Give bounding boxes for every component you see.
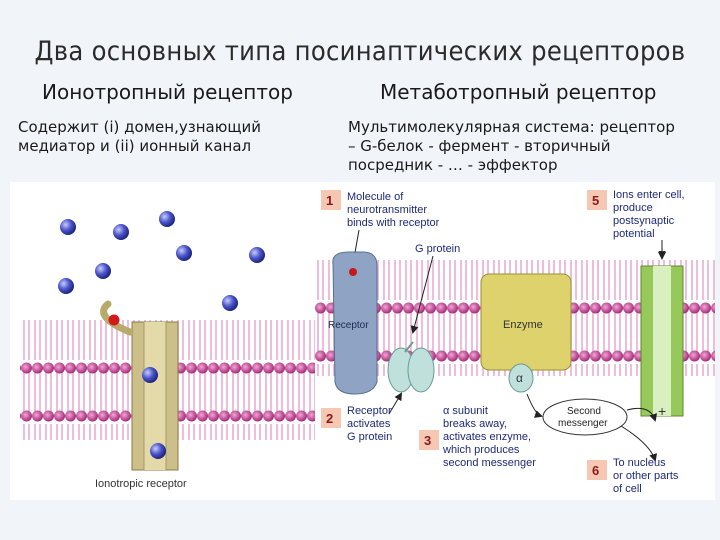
step-text: postsynaptic [613,215,675,227]
step-text: activates [347,418,391,430]
ionotropic-description-line: Содержит (i) домен,узнающий [18,118,261,136]
ionotropic-description: Содержит (i) домен,узнающий медиатор и (… [18,118,318,156]
step-text: binds with receptor [347,217,440,229]
step-2: 2 Receptor activates G protein [321,405,392,443]
second-messenger-label: messenger [558,418,608,429]
ionotropic-figure-caption: Ionotropic receptor [95,478,187,490]
receptor-label: Receptor [328,320,369,331]
enzyme-to-messenger-arrow [526,393,543,418]
step-number: 3 [424,433,431,448]
ionotropic-heading: Ионотропный рецептор [42,80,293,104]
g-protein-label: G protein [415,243,460,255]
step-text: breaks away, [443,418,507,430]
step-text: Molecule of [347,191,404,203]
step-text: neurotransmitter [347,204,427,216]
step-text: of cell [613,483,642,495]
metabotropic-illustration: 1 Molecule of neurotransmitter binds wit… [315,189,715,495]
second-messenger-label: Second [567,406,601,417]
metabotropic-description-line: Мультимолекулярная система: рецептор [348,118,675,136]
enzyme: Enzyme [480,273,572,371]
step-text: or other parts [613,470,679,482]
step-text: α subunit [443,405,488,417]
messenger-to-nucleus-arrow [620,425,658,462]
step-text: To nucleus [613,457,666,469]
step-text: produce [613,202,653,214]
ion-channel: + + [640,243,684,419]
metabotropic-description-line: – G-белок - фермент - вторичный [348,137,611,155]
ion-exiting [150,443,166,459]
step-text: potential [613,228,655,240]
enzyme-label: Enzyme [503,319,543,331]
step-text: G protein [347,431,392,443]
step-number: 5 [592,193,599,208]
step-6: 6 To nucleus or other parts of cell [587,457,679,495]
step-2-arrow [388,392,403,415]
ion-channel [100,300,179,471]
g-protein-arrow [410,255,434,334]
metabotropic-figure: 1 Molecule of neurotransmitter binds wit… [315,182,715,500]
step-text: Ions enter cell, [613,189,685,201]
ion-in-channel [142,367,158,383]
g-protein [387,341,435,393]
step-text: Receptor [347,405,392,417]
step-1: 1 Molecule of neurotransmitter binds wit… [321,190,440,229]
plus-sign: + [658,403,666,419]
second-messenger: Second messenger [542,398,628,436]
alpha-subunit: α [508,363,534,393]
neurotransmitter-molecules [58,211,265,311]
step-text: which produces [442,444,520,456]
step-3: 3 α subunit breaks away, activates enzym… [419,405,536,469]
step-text: activates enzyme, [443,431,531,443]
ionotropic-description-line: медиатор и (ii) ионный канал [18,137,252,155]
receptor: Receptor [328,251,378,395]
metabotropic-description: Мультимолекулярная система: рецептор – G… [348,118,708,175]
ionotropic-illustration: Ionotropic receptor [20,211,315,490]
step-number: 2 [326,411,333,426]
ionotropic-figure: Ionotropic receptor [10,182,315,500]
step-text: second messenger [443,457,536,469]
metabotropic-heading: Метаботропный рецептор [380,80,657,104]
step-5: 5 Ions enter cell, produce postsynaptic … [587,189,685,240]
step-number: 6 [592,463,599,478]
slide-title: Два основных типа посинаптических рецепт… [34,36,686,67]
metabotropic-description-line: посредник - … - эффектор [348,156,558,174]
alpha-label: α [516,371,523,385]
messenger-to-channel-arrow [626,407,658,422]
step-number: 1 [326,193,333,208]
